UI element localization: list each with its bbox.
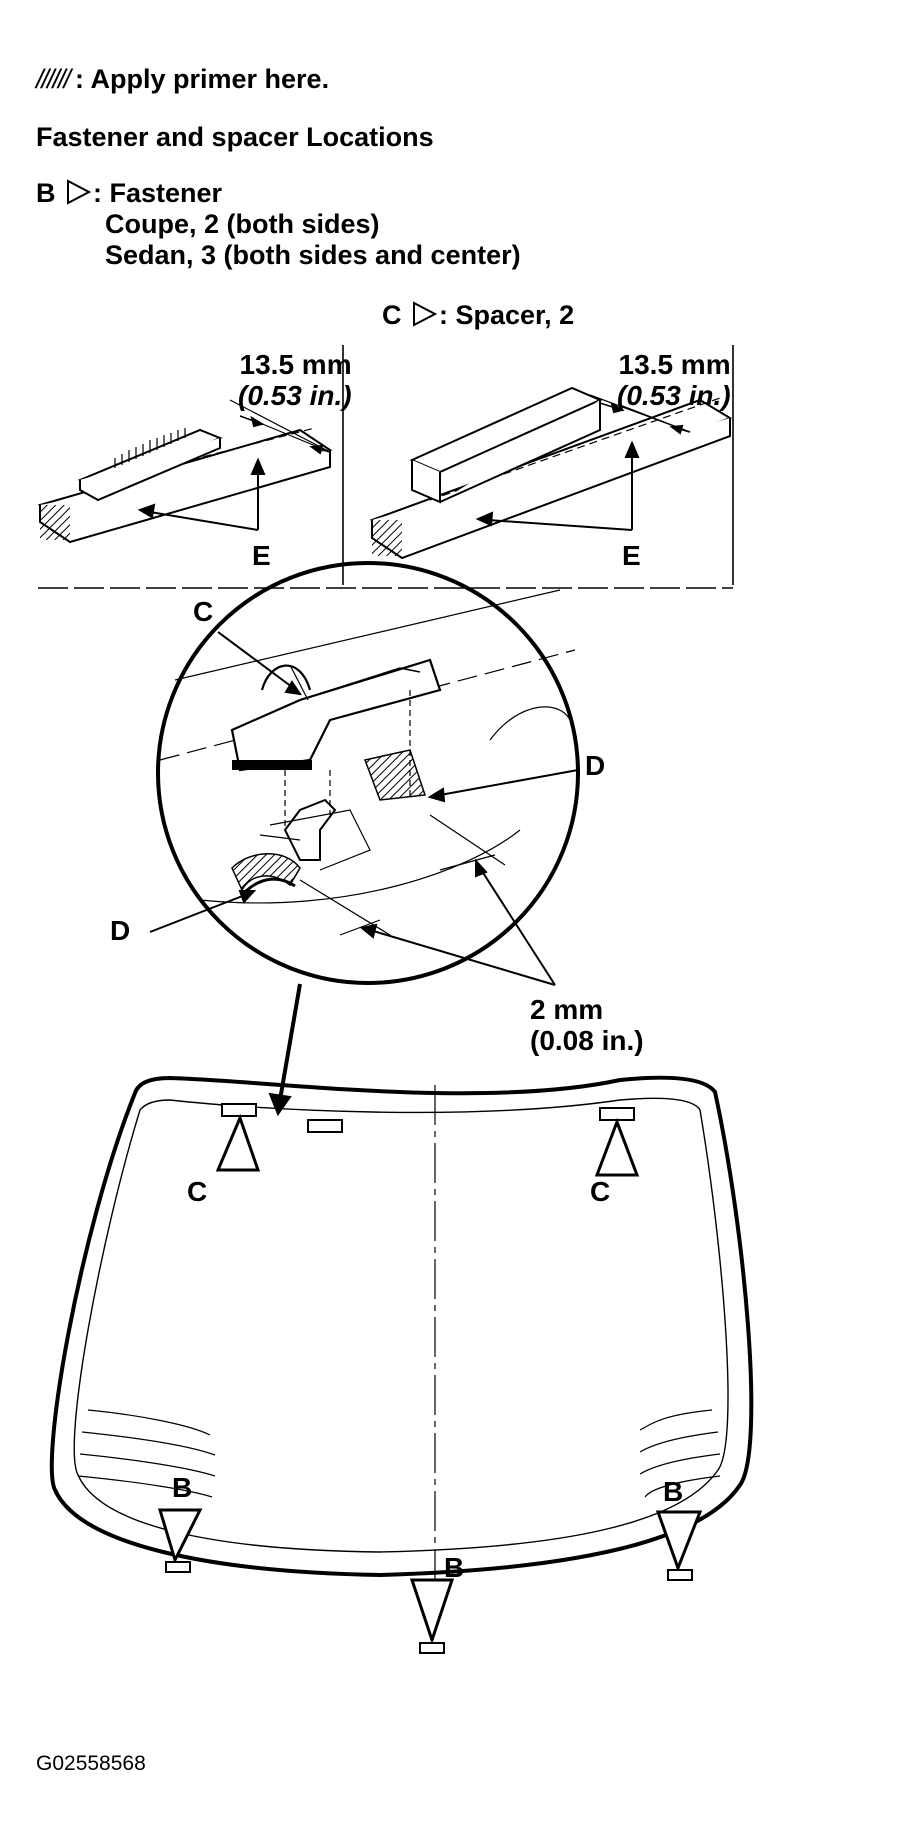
circle-label-d-left: D	[110, 915, 131, 946]
windshield-label-b-right: B	[663, 1476, 684, 1507]
defroster-lines-right	[639, 1409, 721, 1498]
right-detail-spacer	[369, 386, 733, 560]
primer-legend-text: : Apply primer here.	[75, 64, 330, 94]
fastener-legend: B : Fastener	[36, 178, 222, 209]
gap-dim-mm: 2 mm	[530, 994, 604, 1025]
windshield-label-b-left: B	[172, 1472, 193, 1503]
left-dimension: 13.5 mm (0.53 in.)	[238, 349, 352, 412]
circle-label-c: C	[193, 596, 214, 627]
right-label-e: E	[622, 540, 641, 571]
defroster-lines-left	[77, 1409, 216, 1498]
circle-detail	[149, 561, 580, 1117]
right-dim-in: (0.53 in.)	[617, 379, 731, 411]
left-detail-fastener	[37, 399, 333, 544]
fastener-sedan-text: Sedan, 3 (both sides and center)	[105, 240, 521, 270]
triangle-pointer-icon	[67, 179, 92, 205]
hatch-symbol: //////	[36, 64, 71, 94]
figure-code: G02558568	[36, 1752, 146, 1775]
circle-label-d-right: D	[585, 750, 606, 781]
section-heading: Fastener and spacer Locations	[36, 122, 434, 152]
windshield-label-c-right: C	[590, 1176, 611, 1207]
right-dim-mm: 13.5 mm	[618, 349, 731, 380]
spacer-legend: C : Spacer, 2	[382, 300, 574, 331]
gap-dim-in: (0.08 in.)	[530, 1024, 644, 1056]
fastener-letter: B	[36, 178, 56, 208]
rear-windshield	[49, 1075, 754, 1654]
triangle-pointer-icon	[413, 301, 438, 327]
right-dimension: 13.5 mm (0.53 in.)	[617, 349, 731, 412]
detail-panel-frames	[38, 345, 734, 589]
windshield-label-b-center: B	[444, 1552, 465, 1583]
left-dim-mm: 13.5 mm	[239, 349, 352, 380]
primer-legend: //////: Apply primer here.	[36, 64, 329, 95]
left-dim-in: (0.53 in.)	[238, 379, 352, 411]
gap-dimension: 2 mm (0.08 in.)	[530, 994, 644, 1057]
fastener-coupe-text: Coupe, 2 (both sides)	[105, 209, 380, 239]
spacer-text: : Spacer, 2	[439, 300, 575, 330]
fastener-text: : Fastener	[93, 178, 223, 208]
left-label-e: E	[252, 540, 271, 571]
windshield-label-c-left: C	[187, 1176, 208, 1207]
spacer-letter: C	[382, 300, 402, 330]
fastener-bristles	[114, 428, 186, 468]
